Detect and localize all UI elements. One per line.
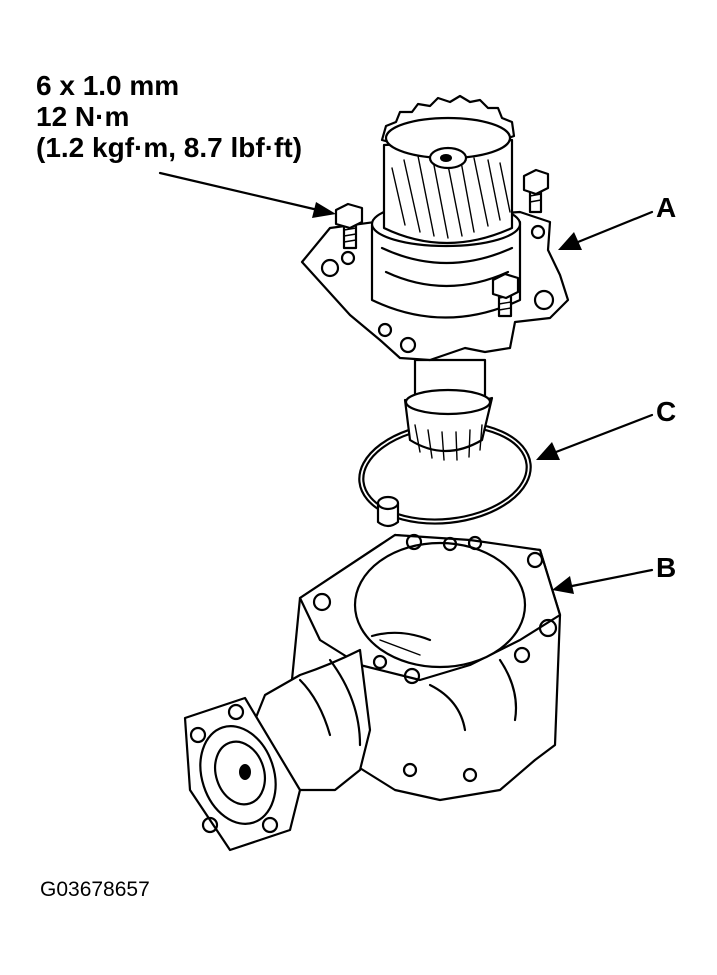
leader-b	[552, 568, 654, 594]
torque-alt-text: (1.2 kgf·m, 8.7 lbf·ft)	[36, 132, 303, 163]
callout-c: C	[656, 396, 677, 427]
gear-housing-a	[300, 94, 570, 362]
leader-c	[536, 413, 654, 460]
bolt-size-text: 6 x 1.0 mm	[36, 70, 180, 101]
flange-bolt-right-top	[522, 168, 550, 214]
lower-housing-b	[183, 533, 562, 852]
torque-spec-label: 6 x 1.0 mm 12 N·m (1.2 kgf·m, 8.7 lbf·ft…	[36, 70, 302, 163]
figure-id: G03678657	[40, 878, 150, 901]
dowel-pin	[376, 495, 400, 528]
flange-bolt-left	[334, 202, 364, 250]
callout-b: B	[656, 552, 677, 583]
torque-nm-text: 12 N·m	[36, 101, 130, 132]
leader-torque-spec	[158, 171, 336, 218]
leader-a	[558, 210, 654, 250]
shaft-and-bearing	[403, 358, 494, 461]
flange-bolt-right-bottom	[491, 272, 520, 318]
callout-a: A	[656, 192, 677, 223]
